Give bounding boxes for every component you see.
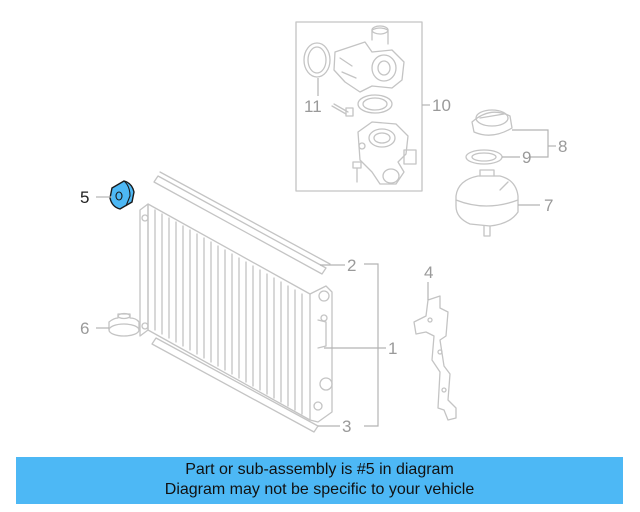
upper-seal-strip [153, 171, 331, 275]
banner-line-disclaimer: Diagram may not be specific to your vehi… [164, 481, 475, 498]
callout-9: 9 [522, 148, 531, 167]
callout-11: 11 [304, 97, 322, 116]
inset-box-assembly-10 [295, 21, 423, 192]
water-pump-housing [333, 25, 405, 93]
reservoir-cap [471, 109, 513, 136]
o-ring-large [303, 42, 331, 78]
expansion-tank [455, 169, 519, 237]
cap-gasket-inner [471, 152, 497, 162]
o-ring-small-inner [362, 97, 388, 111]
callout-5[interactable]: 5 [80, 188, 89, 207]
lower-seal-strip [151, 337, 319, 433]
callout-7: 7 [544, 196, 553, 215]
bolt-11 [331, 103, 354, 117]
callout-8: 8 [558, 137, 567, 156]
air-guide-4 [413, 295, 457, 421]
callout-6: 6 [80, 319, 89, 338]
bracket-1 [364, 263, 379, 427]
callout-10: 10 [432, 96, 451, 115]
bolt-small [352, 161, 362, 183]
thermostat-housing [357, 121, 417, 185]
callout-3: 3 [342, 417, 351, 436]
callout-1: 1 [388, 339, 397, 358]
parts-diagram: 1 2 3 4 5 6 7 8 9 10 11 [80, 21, 567, 436]
o-ring-small [357, 94, 393, 114]
info-banner: Part or sub-assembly is #5 in diagram Di… [16, 457, 623, 504]
banner-line-part-number: Part or sub-assembly is #5 in diagram [185, 461, 454, 478]
bracket-8 [512, 129, 549, 158]
lower-mount-6 [108, 312, 140, 337]
radiator-core-fins [154, 209, 303, 415]
o-ring-large-inner [307, 46, 327, 74]
radiator [139, 203, 333, 423]
callout-4: 4 [424, 263, 433, 282]
callout-2: 2 [347, 256, 356, 275]
part-5-mount-highlighted[interactable] [109, 180, 135, 210]
